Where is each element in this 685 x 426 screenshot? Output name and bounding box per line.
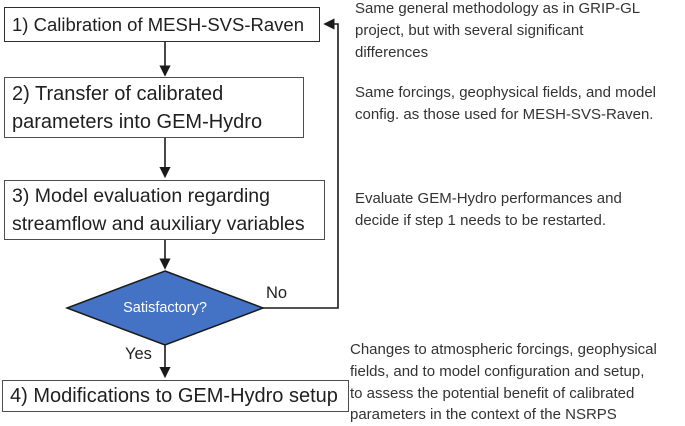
flow-step-3-label: 3) Model evaluation regarding streamflow… bbox=[12, 185, 305, 235]
flow-step-3-box: 3) Model evaluation regarding streamflow… bbox=[4, 180, 325, 240]
note-step1-methodology: Same general methodology as in GRIP-GL p… bbox=[355, 0, 641, 61]
flow-step-2-box: 2) Transfer of calibrated parameters int… bbox=[4, 77, 304, 138]
flow-step-4-label: 4) Modifications to GEM-Hydro setup bbox=[10, 385, 338, 407]
no-edge-label: No bbox=[266, 284, 288, 302]
flow-step-4-box: 4) Modifications to GEM-Hydro setup bbox=[2, 380, 349, 412]
note-step2-forcings: Same forcings, geophysical fields, and m… bbox=[355, 84, 656, 123]
decision-diamond bbox=[64, 270, 266, 346]
note-step4-changes: Changes to atmospheric forcings, geophys… bbox=[350, 341, 657, 424]
feedback-line-no-to-step1 bbox=[263, 18, 339, 309]
flow-step-2-label: 2) Transfer of calibrated parameters int… bbox=[12, 82, 263, 133]
flow-step-1-box: 1) Calibration of MESH-SVS-Raven bbox=[4, 7, 320, 42]
decision-label: Satisfactory? bbox=[123, 300, 207, 316]
note-step3-evaluation: Evaluate GEM-Hydro performances and deci… bbox=[355, 190, 622, 229]
yes-edge-label: Yes bbox=[125, 345, 152, 363]
flow-step-1-label: 1) Calibration of MESH-SVS-Raven bbox=[12, 13, 304, 35]
